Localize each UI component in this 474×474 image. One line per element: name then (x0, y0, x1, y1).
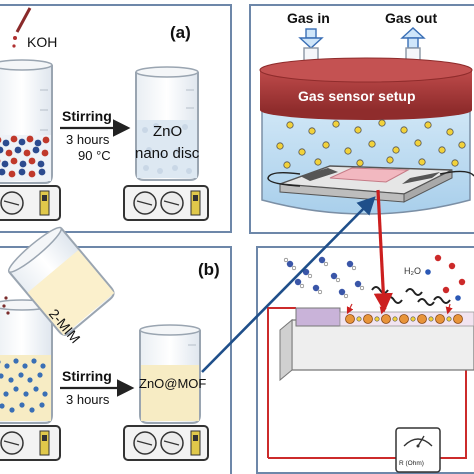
sensor-substrate (279, 165, 453, 203)
ohmmeter-icon (395, 427, 441, 473)
step-b-line2: 3 hours (66, 392, 110, 407)
reagent-koh: KOH (27, 34, 57, 50)
panel-a-label: (a) (170, 23, 191, 42)
mechanism-panel: H₂O R (Ohm) (256, 246, 474, 474)
gas-sensor-setup-panel: Gas in Gas out Gas sensor setup (249, 4, 474, 234)
stirrer-switch-icon (39, 430, 50, 456)
stirrer-switch-icon (190, 190, 201, 216)
ohmmeter-label: R (Ohm) (399, 460, 424, 467)
panel-a: (a) KOH (0, 4, 232, 233)
gas-in-label: Gas in (287, 10, 330, 26)
water-molecule-label: H₂O (404, 266, 421, 276)
beaker-precursor (0, 59, 53, 184)
step-a-line1: Stirring (62, 108, 112, 124)
gas-in-arrow-icon (298, 28, 324, 49)
sensing-film (329, 167, 410, 183)
product-a-line1: ZnO (153, 123, 182, 140)
mof-precursor-particles (0, 358, 48, 413)
product-a-line2: nano disc (135, 145, 200, 162)
precursor-particles (0, 135, 50, 178)
gas-molecules (276, 119, 466, 169)
sensor-title: Gas sensor setup (298, 88, 416, 104)
magnetic-stirrer-3 (0, 425, 61, 461)
step-b-line1: Stirring (62, 368, 112, 384)
magnetic-stirrer-2 (123, 185, 209, 221)
magnetic-stirrer-4 (123, 425, 209, 461)
product-b: ZnO@MOF (139, 376, 206, 391)
dropper-icon (12, 7, 32, 48)
step-a-line3: 90 °C (78, 148, 111, 163)
zno-mof-grains (345, 314, 463, 324)
step-a-line2: 3 hours (66, 132, 110, 147)
chamber-lid (259, 57, 473, 120)
beaker-zno-mof (139, 324, 201, 424)
panel-b: (b) 2-MIM (0, 226, 232, 474)
stirrer-switch-icon (190, 430, 201, 456)
beaker-zno-nanodisc (135, 66, 199, 181)
blue-connector-arrow (201, 196, 376, 373)
red-zoom-arrow (373, 189, 393, 313)
magnetic-stirrer-1 (0, 185, 61, 221)
beaker-mixing (0, 296, 53, 424)
panel-b-label: (b) (198, 260, 220, 279)
gas-out-arrow-icon (400, 27, 426, 49)
stirrer-switch-icon (39, 190, 50, 216)
electrode (295, 307, 341, 327)
gas-out-label: Gas out (385, 10, 437, 26)
analyte-molecules (283, 254, 466, 301)
reagent-beaker-2mim (7, 226, 115, 336)
